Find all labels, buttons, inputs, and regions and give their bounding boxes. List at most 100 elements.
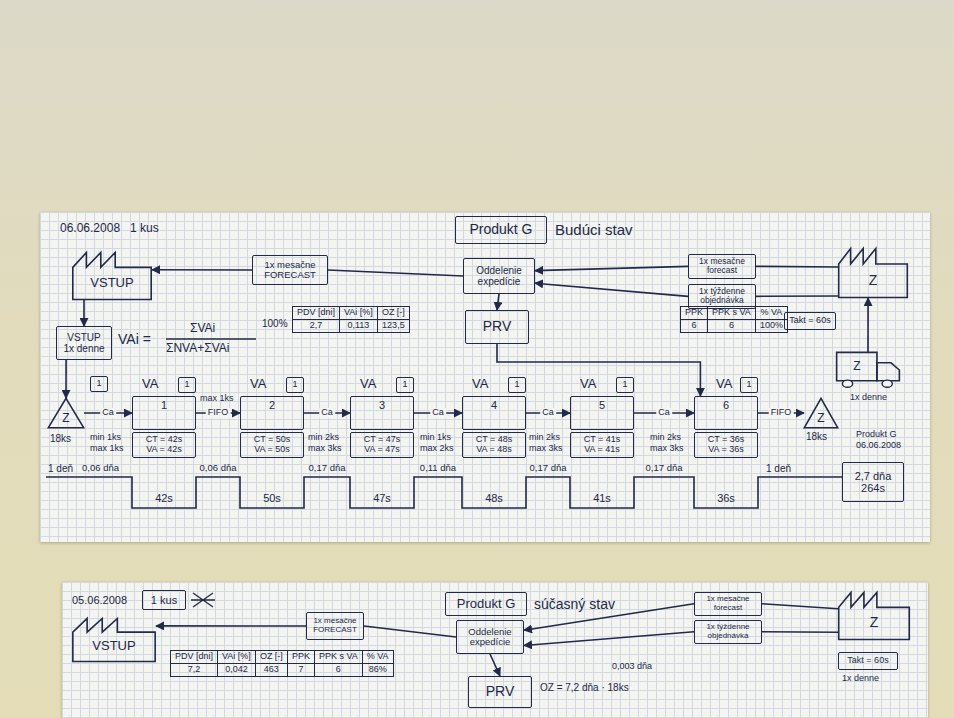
info-box: 1 (90, 376, 108, 392)
node-text: VSTUP (67, 332, 100, 343)
note-text: 0,17 dňa (530, 463, 567, 473)
node-text: CT = 42s (146, 435, 183, 445)
info-box: 1x mesačne forecast (688, 254, 756, 279)
note-text: 47s (373, 492, 391, 504)
node-text: CT = 47s (364, 435, 401, 445)
node-text: 1 (292, 380, 297, 390)
table-cell: 7 (288, 664, 315, 676)
table-cell: PPK s VA (315, 651, 363, 664)
info-box: 1 (740, 377, 758, 393)
info-box: Oddelenie expedície (456, 620, 524, 654)
note-text: 0,17 dňa (646, 463, 683, 473)
flow-connector (762, 631, 838, 633)
table-cell: 463 (256, 664, 288, 676)
table-cell: OZ [-] (378, 307, 409, 320)
table-cell: PPK (681, 307, 708, 320)
connector-label: Ca (430, 408, 446, 418)
node-text: 4 (491, 399, 497, 411)
node-text: 2 (269, 399, 275, 411)
note-text: max 3ks (529, 444, 563, 454)
node-text: CT = 36s (708, 435, 745, 445)
note-text: 0,11 dňa (420, 463, 456, 473)
info-box: CT = 47sVA = 47s (350, 432, 414, 458)
table-cell: 6 (681, 320, 708, 332)
factory-icon: VSTUP (72, 618, 156, 662)
note-text: 1 kus (130, 222, 159, 235)
note-text: min 1ks (420, 433, 451, 443)
process-box: 2 (240, 396, 304, 430)
timeline (46, 477, 842, 508)
inventory-triangle: Z (48, 398, 84, 428)
triangle-outline (48, 398, 83, 427)
node-text: 1 kus (151, 594, 177, 606)
note-text: 42s (155, 492, 173, 504)
flow-connector (364, 626, 456, 637)
flow-connector (497, 294, 499, 310)
note-text: OZ = 7,2 dňa · 18ks (540, 682, 629, 693)
node-text: 1x mesačne forecast (693, 257, 751, 276)
note-text: Produkt G (856, 430, 897, 440)
table-cell: 6 (315, 664, 363, 676)
node-text: Z (869, 273, 878, 288)
table-cell: 123,5 (378, 320, 409, 332)
node-text: Takt = 60s (789, 316, 830, 326)
node-text: 1x týždenne objednávka (699, 623, 757, 641)
note-text: 0,06 dňa (82, 463, 119, 473)
note-text: VA (250, 377, 266, 391)
factory-outline (839, 592, 910, 639)
factory-icon: Z (838, 592, 910, 640)
note-text: ΣVAi (190, 322, 215, 335)
node-text: 3 (379, 399, 385, 411)
flow-connector (756, 266, 838, 268)
note-text: min 2ks (650, 433, 681, 443)
note-text: VAi = (118, 332, 151, 347)
table-cell: 100% (756, 320, 787, 332)
table-cell: 7,2 (171, 664, 218, 676)
info-box: 1 (286, 377, 304, 393)
flow-connector (497, 344, 700, 396)
info-box: 1x mesačne FORECAST (252, 255, 328, 285)
truck-icon: Z (836, 352, 900, 388)
connector-label: FIFO (206, 408, 231, 418)
node-text: Z (62, 412, 69, 425)
node-text: 2,7 dňa (855, 470, 892, 482)
note-text: 06.06.2008 (60, 222, 120, 235)
node-text: Takt = 60s (847, 656, 888, 666)
info-box: 1 (178, 377, 196, 393)
node-text: VSTUP (90, 276, 133, 290)
process-box: 4 (462, 396, 526, 430)
note-text: 50s (263, 492, 281, 504)
node-text: VSTUP (92, 639, 135, 653)
node-text: Oddelenie expedície (461, 627, 519, 648)
note-text: 18ks (50, 433, 71, 444)
note-text: 41s (593, 492, 611, 504)
note-text: 1 deň (766, 463, 791, 474)
connector-label: Ca (319, 408, 335, 418)
note-text: 0,003 dňa (612, 662, 652, 672)
note-text: max 3ks (308, 444, 342, 454)
table-cell: VAi [%] (340, 307, 378, 320)
note-text: max 1ks (200, 394, 234, 404)
data-table: PDV [dni]VAi [%]OZ [-]2,70,113123,5 (292, 306, 410, 333)
scribble (191, 593, 215, 607)
truck-wheel (882, 380, 892, 387)
flow-connector (328, 270, 463, 276)
note-text: max 2ks (420, 444, 454, 454)
note-text: max 3ks (650, 444, 684, 454)
info-box: 1 (508, 377, 526, 393)
node-text: Z (853, 360, 860, 373)
node-text: 1x mesačne FORECAST (257, 260, 323, 281)
flow-connector (152, 269, 252, 271)
note-text: 18ks (806, 431, 827, 442)
note-text: VA (472, 377, 488, 391)
node-text: 1 (514, 380, 519, 390)
node-text: VA = 48s (476, 445, 512, 455)
node-text: 264s (861, 482, 885, 494)
info-box: CT = 48sVA = 48s (462, 432, 526, 458)
note-text: VA (716, 377, 732, 391)
note-text: VA (142, 377, 158, 391)
table-cell: VAi [%] (218, 651, 256, 664)
info-box: Produkt G (455, 216, 547, 244)
connector-label: FIFO (769, 408, 794, 418)
table-cell: % VA (363, 651, 393, 664)
